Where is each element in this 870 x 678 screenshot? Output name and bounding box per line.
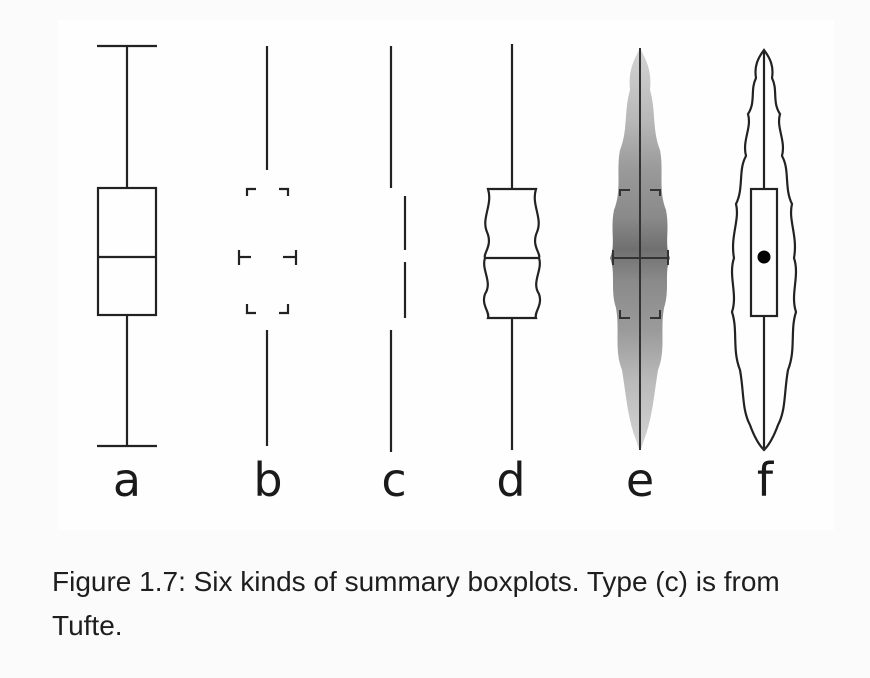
boxplot-e — [610, 48, 670, 450]
boxplot-a — [96, 44, 158, 448]
label-e: e — [626, 453, 654, 507]
label-a: a — [113, 453, 141, 507]
label-b: b — [253, 453, 282, 507]
label-c: c — [381, 453, 406, 507]
boxplot-f — [730, 48, 798, 452]
label-f: f — [757, 453, 775, 507]
boxplot-d — [482, 44, 542, 450]
boxplot-b — [237, 46, 298, 446]
figure-caption: Figure 1.7: Six kinds of summary boxplot… — [52, 566, 780, 641]
label-d: d — [496, 453, 525, 507]
boxplot-figure: a b c d — [58, 20, 834, 530]
boxplot-c — [389, 46, 407, 452]
